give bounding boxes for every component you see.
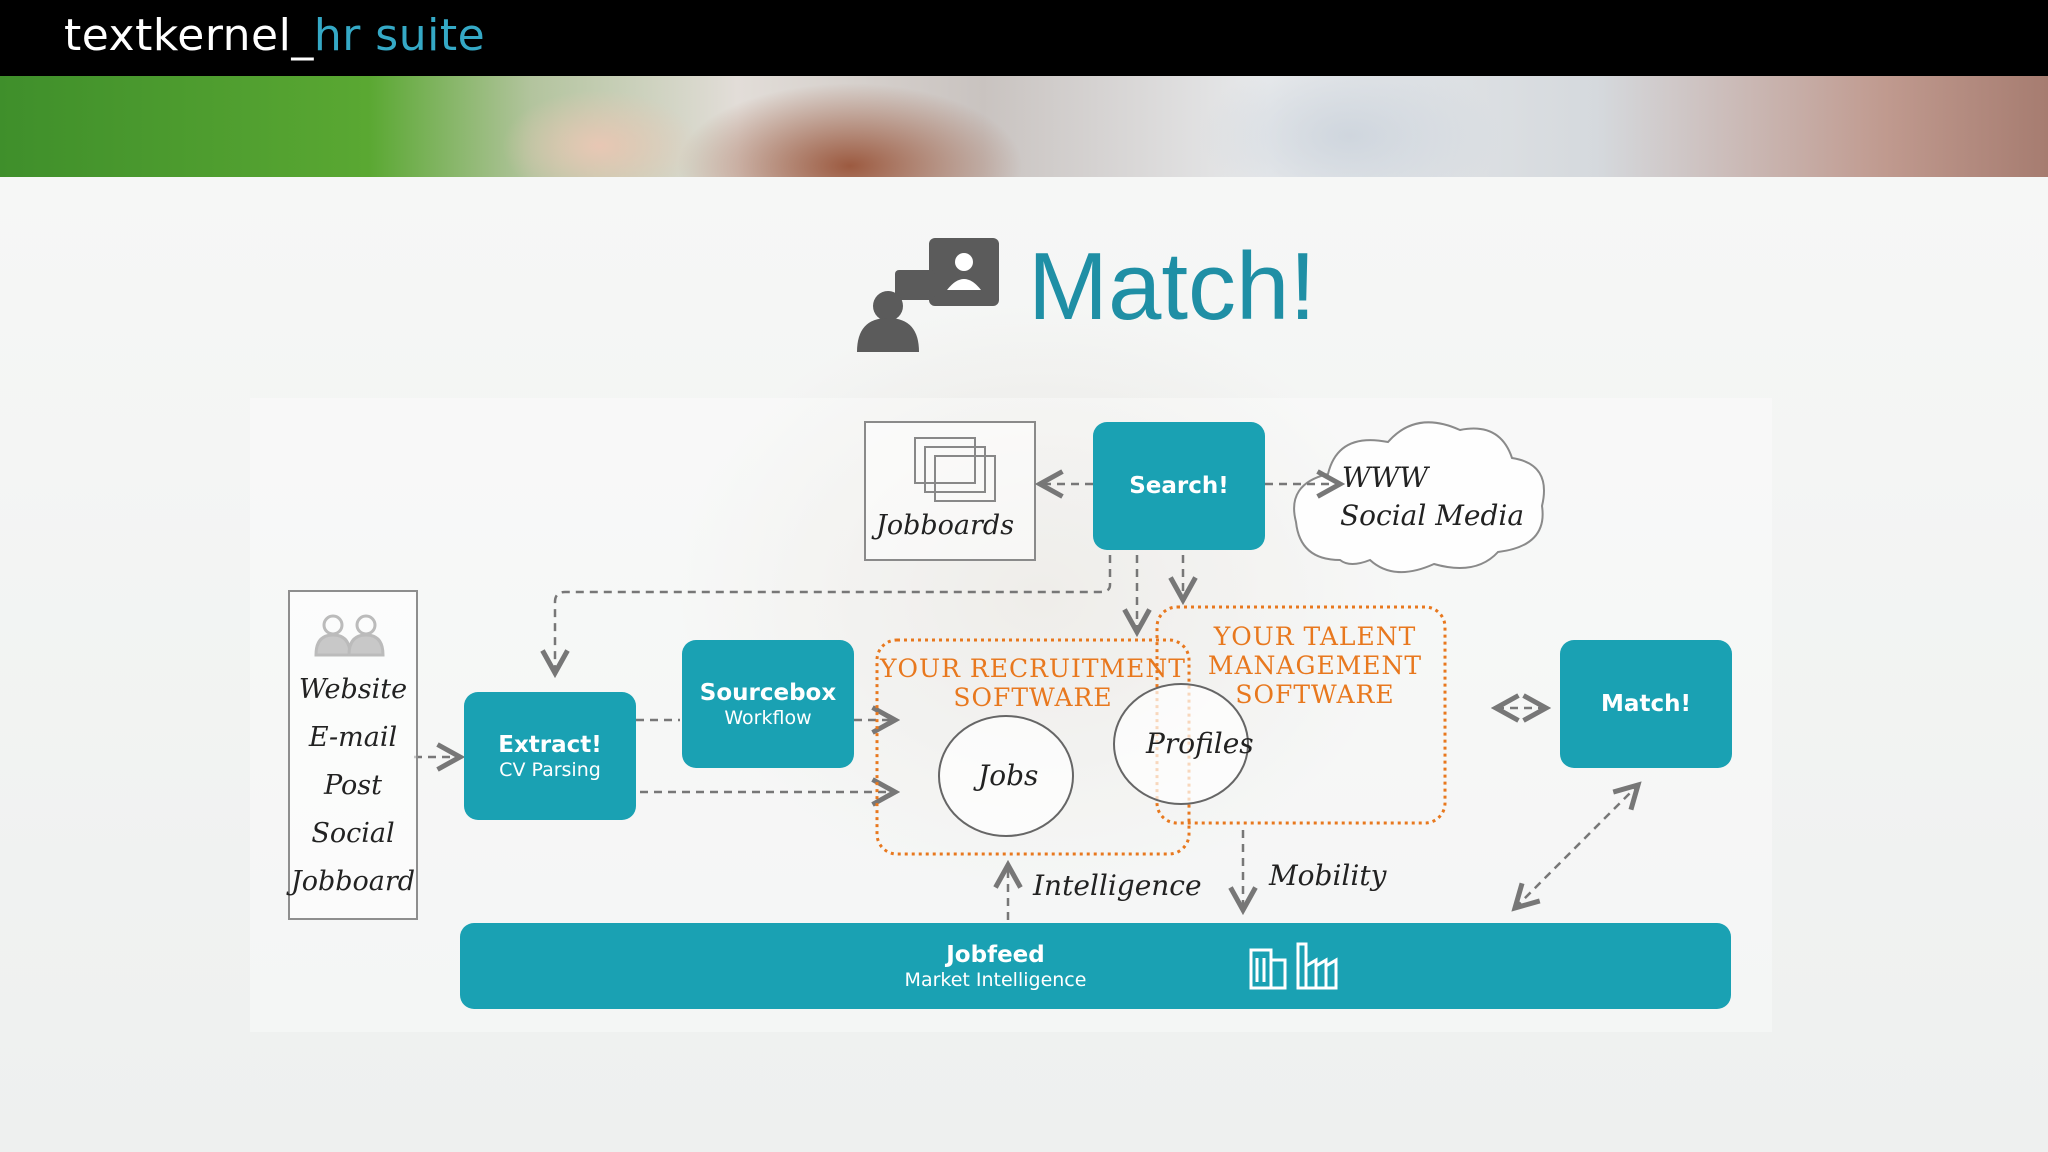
intelligence-label: Intelligence [1033, 869, 1202, 902]
extract-box: Extract! CV Parsing [464, 692, 636, 820]
extract-subtitle: CV Parsing [499, 758, 601, 781]
search-title: Search! [1129, 473, 1229, 499]
talent-line-1: YOUR TALENT [1213, 622, 1417, 651]
recruitment-line-2: SOFTWARE [953, 683, 1113, 712]
jobfeed-subtitle: Market Intelligence [904, 968, 1087, 991]
talent-line-3: SOFTWARE [1235, 680, 1395, 709]
top-bar: textkernel_hr suite [0, 0, 2048, 76]
slide-title: Match! [1028, 233, 1317, 340]
brand-logo: textkernel_hr suite [64, 6, 485, 66]
recruitment-line-1: YOUR RECRUITMENT [880, 654, 1186, 683]
sources-list: Website E-mail Post Social Jobboard [288, 590, 418, 920]
talent-software-frame [1155, 605, 1447, 825]
source-jobboard: Jobboard [290, 866, 416, 897]
search-box: Search! [1093, 422, 1265, 550]
source-website: Website [298, 674, 408, 705]
buildings-icon [1249, 942, 1338, 990]
sourcebox-subtitle: Workflow [724, 706, 812, 729]
match-title: Match! [1601, 691, 1691, 717]
profiles-label: Profiles [1146, 727, 1254, 760]
jobfeed-title: Jobfeed [946, 941, 1045, 968]
brand-name: textkernel_ [64, 10, 314, 61]
jobs-label: Jobs [978, 759, 1039, 792]
profiles-circle [1113, 683, 1249, 805]
web-cloud [1293, 421, 1545, 574]
mobility-label: Mobility [1269, 859, 1387, 892]
recruitment-software-frame [875, 638, 1191, 856]
source-post: Post [323, 770, 383, 801]
brand-suite: hr suite [313, 10, 486, 61]
extract-title: Extract! [498, 731, 602, 758]
sourcebox-box: Sourcebox Workflow [682, 640, 854, 768]
people-icon [857, 238, 999, 352]
stacked-pages-icon [914, 437, 996, 502]
source-email: E-mail [308, 722, 398, 753]
source-social: Social [311, 818, 395, 849]
jobfeed-bar: Jobfeed Market Intelligence [460, 923, 1731, 1009]
sourcebox-title: Sourcebox [699, 679, 837, 706]
match-box: Match! [1560, 640, 1732, 768]
header-photo-banner [0, 76, 2048, 177]
recruitment-software-label: YOUR RECRUITMENT SOFTWARE [880, 654, 1186, 712]
jobs-circle [938, 715, 1074, 837]
social-media-label: Social Media [1340, 499, 1525, 532]
web-label: WWW [1341, 461, 1429, 494]
talent-line-2: MANAGEMENT [1207, 651, 1423, 680]
jobboards-label: Jobboards [876, 510, 1015, 541]
talent-software-label: YOUR TALENT MANAGEMENT SOFTWARE [1190, 622, 1440, 709]
